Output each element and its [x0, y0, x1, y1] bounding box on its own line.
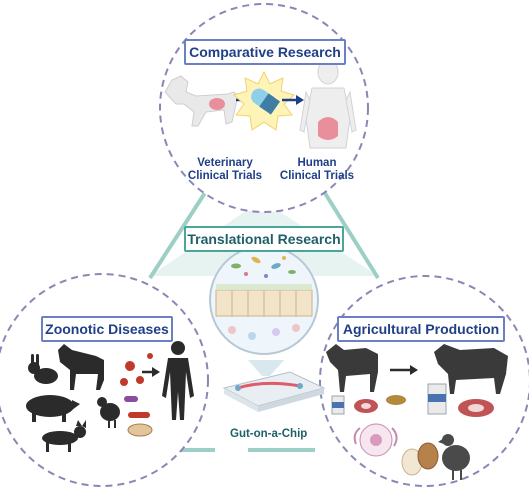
veterinary-caption-line2: Clinical Trials — [187, 170, 263, 182]
gut-on-a-chip-label: Gut-on-a-Chip — [230, 428, 308, 440]
immune-cells — [228, 324, 300, 340]
hen-icon — [438, 434, 470, 480]
rabbit-icon — [28, 354, 58, 384]
arrow-to-person-head — [152, 367, 160, 377]
magnifier-cone — [248, 360, 284, 376]
chicken-icon — [97, 397, 120, 428]
virus-icons — [120, 353, 153, 386]
arrow-growth-head — [410, 365, 418, 375]
manure-icon — [386, 395, 406, 405]
meat-icons — [354, 399, 494, 417]
zoonotic-diseases-title: Zoonotic Diseases — [41, 316, 173, 342]
human-caption-line1: Human — [297, 157, 337, 169]
calf-icon — [326, 344, 378, 392]
arrow-to-human-head — [296, 95, 304, 105]
agricultural-production-title: Agricultural Production — [337, 316, 505, 342]
translational-research-title: Translational Research — [184, 226, 344, 252]
person-silhouette — [162, 341, 194, 420]
pig-icon — [26, 395, 80, 422]
human-caption-line2: Clinical Trials — [279, 170, 355, 182]
veterinary-caption: Veterinary Clinical Trials — [184, 157, 266, 183]
comparative-research-title: Comparative Research — [184, 39, 346, 65]
bacteria-icons — [124, 396, 153, 437]
veterinary-caption-line1: Veterinary — [197, 157, 253, 169]
human-torso-illustration — [299, 59, 357, 149]
human-caption: Human Clinical Trials — [276, 157, 358, 183]
horse-icon — [58, 344, 104, 390]
milk-carton-icons — [331, 383, 447, 415]
pill-icon — [251, 88, 281, 115]
egg-icons — [401, 442, 439, 476]
dog-illustration — [164, 75, 239, 127]
gut-epithelium — [215, 284, 313, 317]
cow-icon — [434, 344, 508, 394]
gut-chip-device — [222, 371, 326, 412]
bacteria-cluster — [231, 256, 296, 278]
parasite-cluster — [353, 423, 398, 457]
cat-icon — [42, 420, 86, 452]
